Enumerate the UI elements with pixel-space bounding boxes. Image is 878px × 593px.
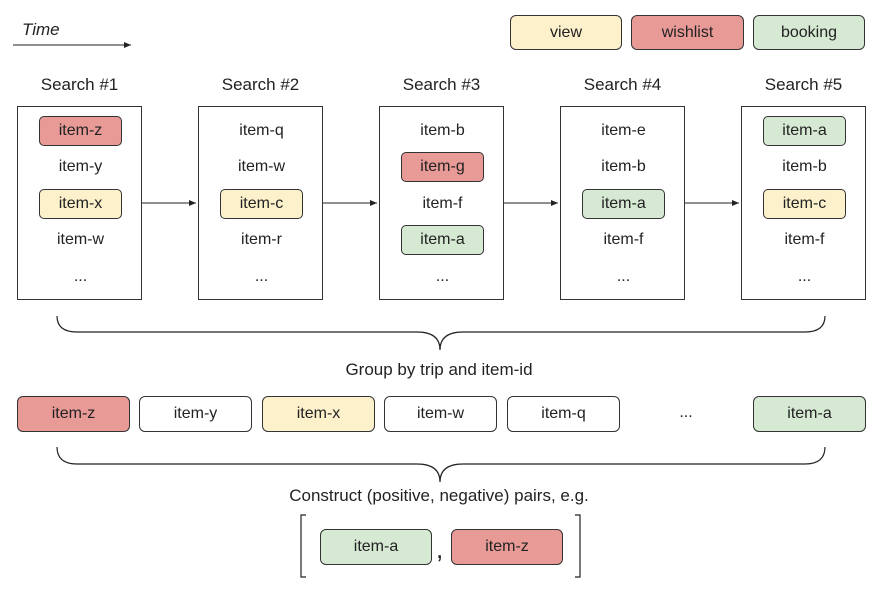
search-2-title: Search #2 <box>221 75 300 94</box>
pair-brace <box>56 446 826 483</box>
search-3-item: item-b <box>420 122 465 139</box>
search-2-item: item-c <box>220 189 303 219</box>
search-3-item: item-a <box>401 225 484 255</box>
search-1-box: item-z item-y item-x item-w ... <box>17 106 142 300</box>
search-4-item: item-a <box>582 189 665 219</box>
pair-left-bracket <box>300 514 306 578</box>
search-1-item: item-w <box>56 231 105 248</box>
search-2-item: item-q <box>239 122 284 139</box>
search-2-item: item-w <box>237 158 286 175</box>
search-2-box: item-q item-w item-c item-r ... <box>198 106 323 300</box>
search-4-item: item-e <box>601 122 646 139</box>
search-2-ellipsis: ... <box>254 268 269 285</box>
search-3-title: Search #3 <box>402 75 481 94</box>
pair-caption: Construct (positive, negative) pairs, e.… <box>289 486 589 505</box>
grouped-item: item-x <box>262 396 375 432</box>
search-1-title: Search #1 <box>40 75 119 94</box>
pair-positive-item: item-a <box>320 529 432 565</box>
grouped-item: item-w <box>384 396 497 432</box>
search-1-ellipsis: ... <box>73 268 88 285</box>
grouped-item: item-a <box>753 396 866 432</box>
search-4-box: item-e item-b item-a item-f ... <box>560 106 685 300</box>
search-1-item: item-z <box>39 116 122 146</box>
search-4-item: item-b <box>601 158 646 175</box>
pair-separator: , <box>436 534 444 564</box>
legend-view: view <box>510 15 622 50</box>
grouped-item: item-q <box>507 396 620 432</box>
search-1-item: item-y <box>58 158 103 175</box>
search-3-item: item-f <box>422 195 463 212</box>
search-2-item: item-r <box>241 231 282 248</box>
legend-wishlist: wishlist <box>631 15 744 50</box>
grouped-item: item-y <box>139 396 252 432</box>
search-3-item: item-g <box>401 152 484 182</box>
search-3-box: item-b item-g item-f item-a ... <box>379 106 504 300</box>
search-5-item: item-c <box>763 189 846 219</box>
time-label: Time <box>22 20 60 39</box>
search-4-title: Search #4 <box>583 75 662 94</box>
search-5-item: item-f <box>784 231 825 248</box>
pair-negative-item: item-z <box>451 529 563 565</box>
search-3-ellipsis: ... <box>435 268 450 285</box>
search-1-item: item-x <box>39 189 122 219</box>
group-caption: Group by trip and item-id <box>345 360 533 379</box>
search-5-box: item-a item-b item-c item-f ... <box>741 106 866 300</box>
search-4-ellipsis: ... <box>616 268 631 285</box>
group-brace <box>56 315 826 351</box>
grouped-item: item-z <box>17 396 130 432</box>
search-5-item: item-b <box>782 158 827 175</box>
search-5-title: Search #5 <box>764 75 843 94</box>
grouped-ellipsis: ... <box>679 404 693 421</box>
search-5-item: item-a <box>763 116 846 146</box>
legend-booking: booking <box>753 15 865 50</box>
pair-right-bracket <box>575 514 581 578</box>
search-4-item: item-f <box>603 231 644 248</box>
search-5-ellipsis: ... <box>797 268 812 285</box>
